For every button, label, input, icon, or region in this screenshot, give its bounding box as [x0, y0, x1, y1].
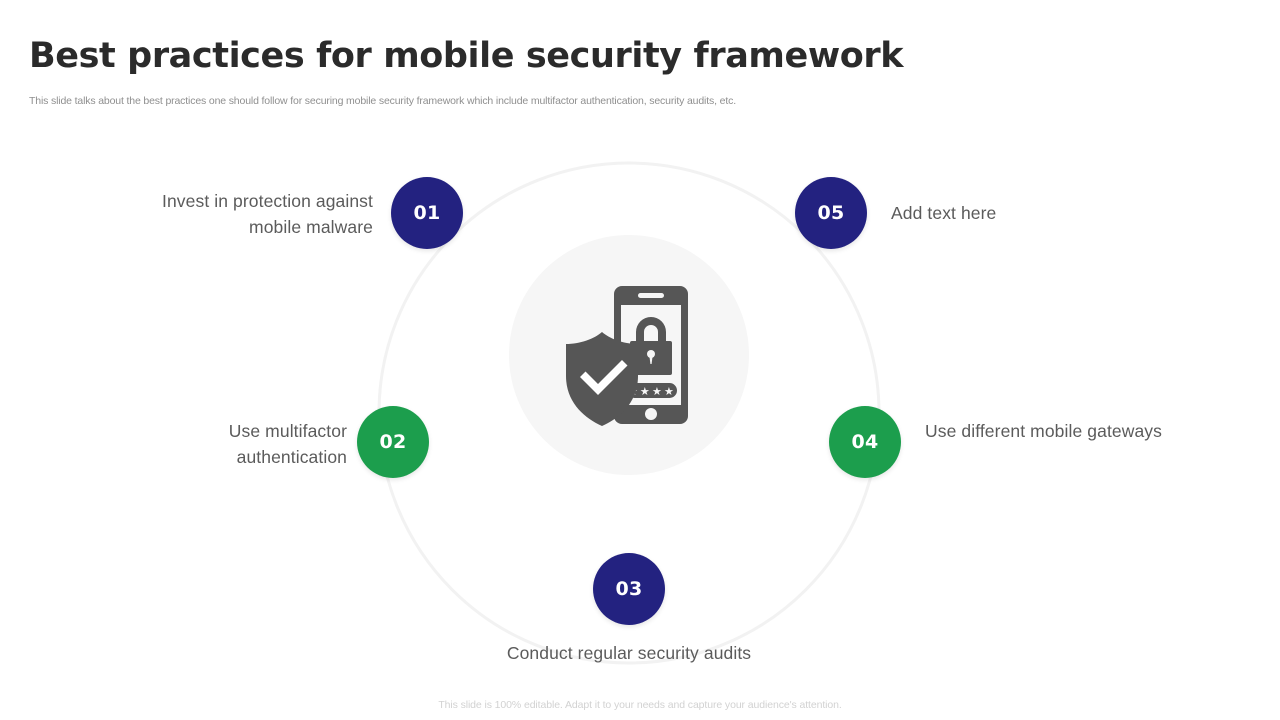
step-number-05: 05	[817, 201, 845, 224]
step-label-02: Use multifactor authentication	[228, 421, 347, 467]
step-node-04[interactable]: 04	[829, 406, 901, 478]
step-node-03[interactable]: 03	[593, 553, 665, 625]
step-label-01: Invest in protection against mobile malw…	[162, 191, 373, 237]
step-node-02[interactable]: 02	[357, 406, 429, 478]
editable-note: This slide is 100% editable. Adapt it to…	[438, 699, 842, 711]
step-number-04: 04	[851, 430, 879, 453]
page-subtitle: This slide talks about the best practice…	[29, 95, 736, 107]
page-title: Best practices for mobile security frame…	[29, 36, 904, 76]
mobile-lock-shield-icon: ★★★★	[566, 286, 688, 426]
step-label-03: Conduct regular security audits	[506, 643, 752, 663]
svg-text:★★★★: ★★★★	[628, 385, 676, 398]
step-node-01[interactable]: 01	[391, 177, 463, 249]
step-node-05[interactable]: 05	[795, 177, 867, 249]
cycle-diagram: ★★★★ 01 Invest in protection against mob…	[0, 130, 1280, 670]
step-label-05: Add text here	[891, 203, 997, 223]
step-label-04: Use different mobile gateways	[925, 421, 1163, 441]
step-number-03: 03	[615, 577, 643, 600]
step-number-01: 01	[413, 201, 441, 224]
step-number-02: 02	[379, 430, 407, 453]
